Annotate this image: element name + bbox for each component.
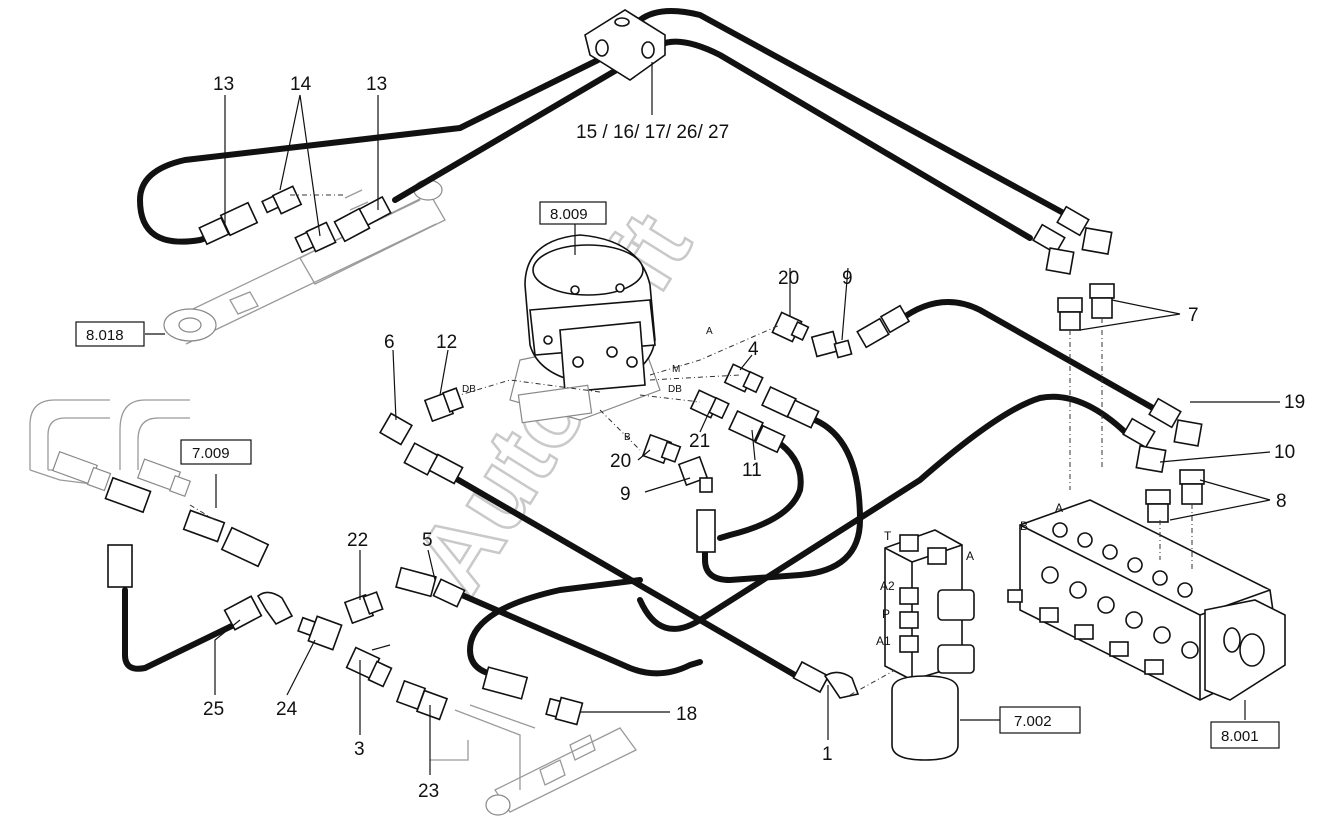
hose-1: [452, 475, 803, 681]
callout-13-right: 13: [366, 74, 387, 95]
hose-18: [467, 577, 643, 678]
port-a: A: [706, 326, 713, 337]
hose-4-loop: [702, 417, 863, 583]
callout-20-lower: 20: [610, 451, 631, 472]
lower-bracket-ghost: [430, 704, 637, 816]
callout-6: 6: [384, 332, 395, 353]
ref-8-009[interactable]: 8.009: [539, 201, 607, 225]
callout-19: 19: [1284, 392, 1305, 413]
priority-valve: [884, 529, 975, 761]
port-labels: DB DB A M B T A A2 P A1 A B: [462, 326, 1063, 648]
port-m: M: [672, 364, 680, 375]
hose-25: [122, 587, 243, 672]
callout-12: 12: [436, 332, 457, 353]
callout-24: 24: [276, 699, 298, 720]
callout-22: 22: [347, 530, 368, 551]
block-port-a: A: [1055, 501, 1063, 515]
hose-clamp-bracket: [584, 9, 666, 81]
steering-cylinder-ghost: [163, 179, 446, 345]
block-port-b: B: [1020, 519, 1028, 533]
port-db-left: DB: [462, 384, 476, 395]
svg-text:7.002: 7.002: [1014, 713, 1052, 730]
callout-18: 18: [676, 704, 697, 725]
callout-21: 21: [689, 431, 710, 452]
hose-top-right-1: [637, 8, 1083, 225]
hose-19: [897, 299, 1163, 415]
valve-port-a2: A2: [880, 579, 895, 593]
hose-15-upper: [137, 57, 601, 245]
callout-5: 5: [422, 530, 433, 551]
ref-8-018[interactable]: 8.018: [75, 321, 145, 347]
left-pipe-ghost: [29, 399, 192, 498]
callout-8: 8: [1276, 491, 1287, 512]
ref-7-009[interactable]: 7.009: [180, 439, 252, 465]
callout-labels: 13 14 13 15 / 16/ 17/ 26/ 27 20 9 7 6 12…: [203, 74, 1305, 802]
hose-15-lower: [392, 62, 628, 203]
callout-10: 10: [1274, 442, 1295, 463]
hose-10: [637, 393, 1128, 632]
leader-lines: [145, 62, 1280, 775]
valve-port-a1: A1: [876, 634, 891, 648]
callout-15-16-17-26-27: 15 / 16/ 17/ 26/ 27: [576, 122, 729, 143]
callout-11: 11: [742, 460, 762, 481]
valve-port-p: P: [882, 607, 890, 621]
hose-11: [717, 437, 804, 541]
svg-text:8.009: 8.009: [550, 206, 588, 223]
svg-text:8.001: 8.001: [1221, 728, 1259, 745]
callout-25: 25: [203, 699, 224, 720]
callout-13-left: 13: [213, 74, 234, 95]
callout-9-lower: 9: [620, 484, 631, 505]
svg-text:7.009: 7.009: [192, 445, 230, 462]
callout-9-upper: 9: [842, 268, 853, 289]
hose-5: [452, 589, 703, 677]
control-valve-block: [1007, 499, 1286, 701]
ref-8-001[interactable]: 8.001: [1210, 721, 1280, 749]
svg-text:8.018: 8.018: [86, 327, 124, 344]
hose-fittings: [107, 195, 1203, 700]
callout-20-upper: 20: [778, 268, 799, 289]
port-db-right: DB: [668, 384, 682, 395]
callout-14: 14: [290, 74, 312, 95]
port-b: B: [624, 432, 631, 443]
callout-23: 23: [418, 781, 439, 802]
steering-unit: [509, 234, 661, 424]
callout-3: 3: [354, 739, 365, 760]
connection-lines: [189, 194, 1193, 696]
callout-1: 1: [822, 744, 833, 765]
valve-port-a: A: [966, 549, 974, 563]
valve-port-t: T: [884, 529, 892, 543]
callout-4: 4: [748, 339, 759, 360]
ref-7-002[interactable]: 7.002: [999, 706, 1081, 734]
callout-7: 7: [1188, 305, 1199, 326]
